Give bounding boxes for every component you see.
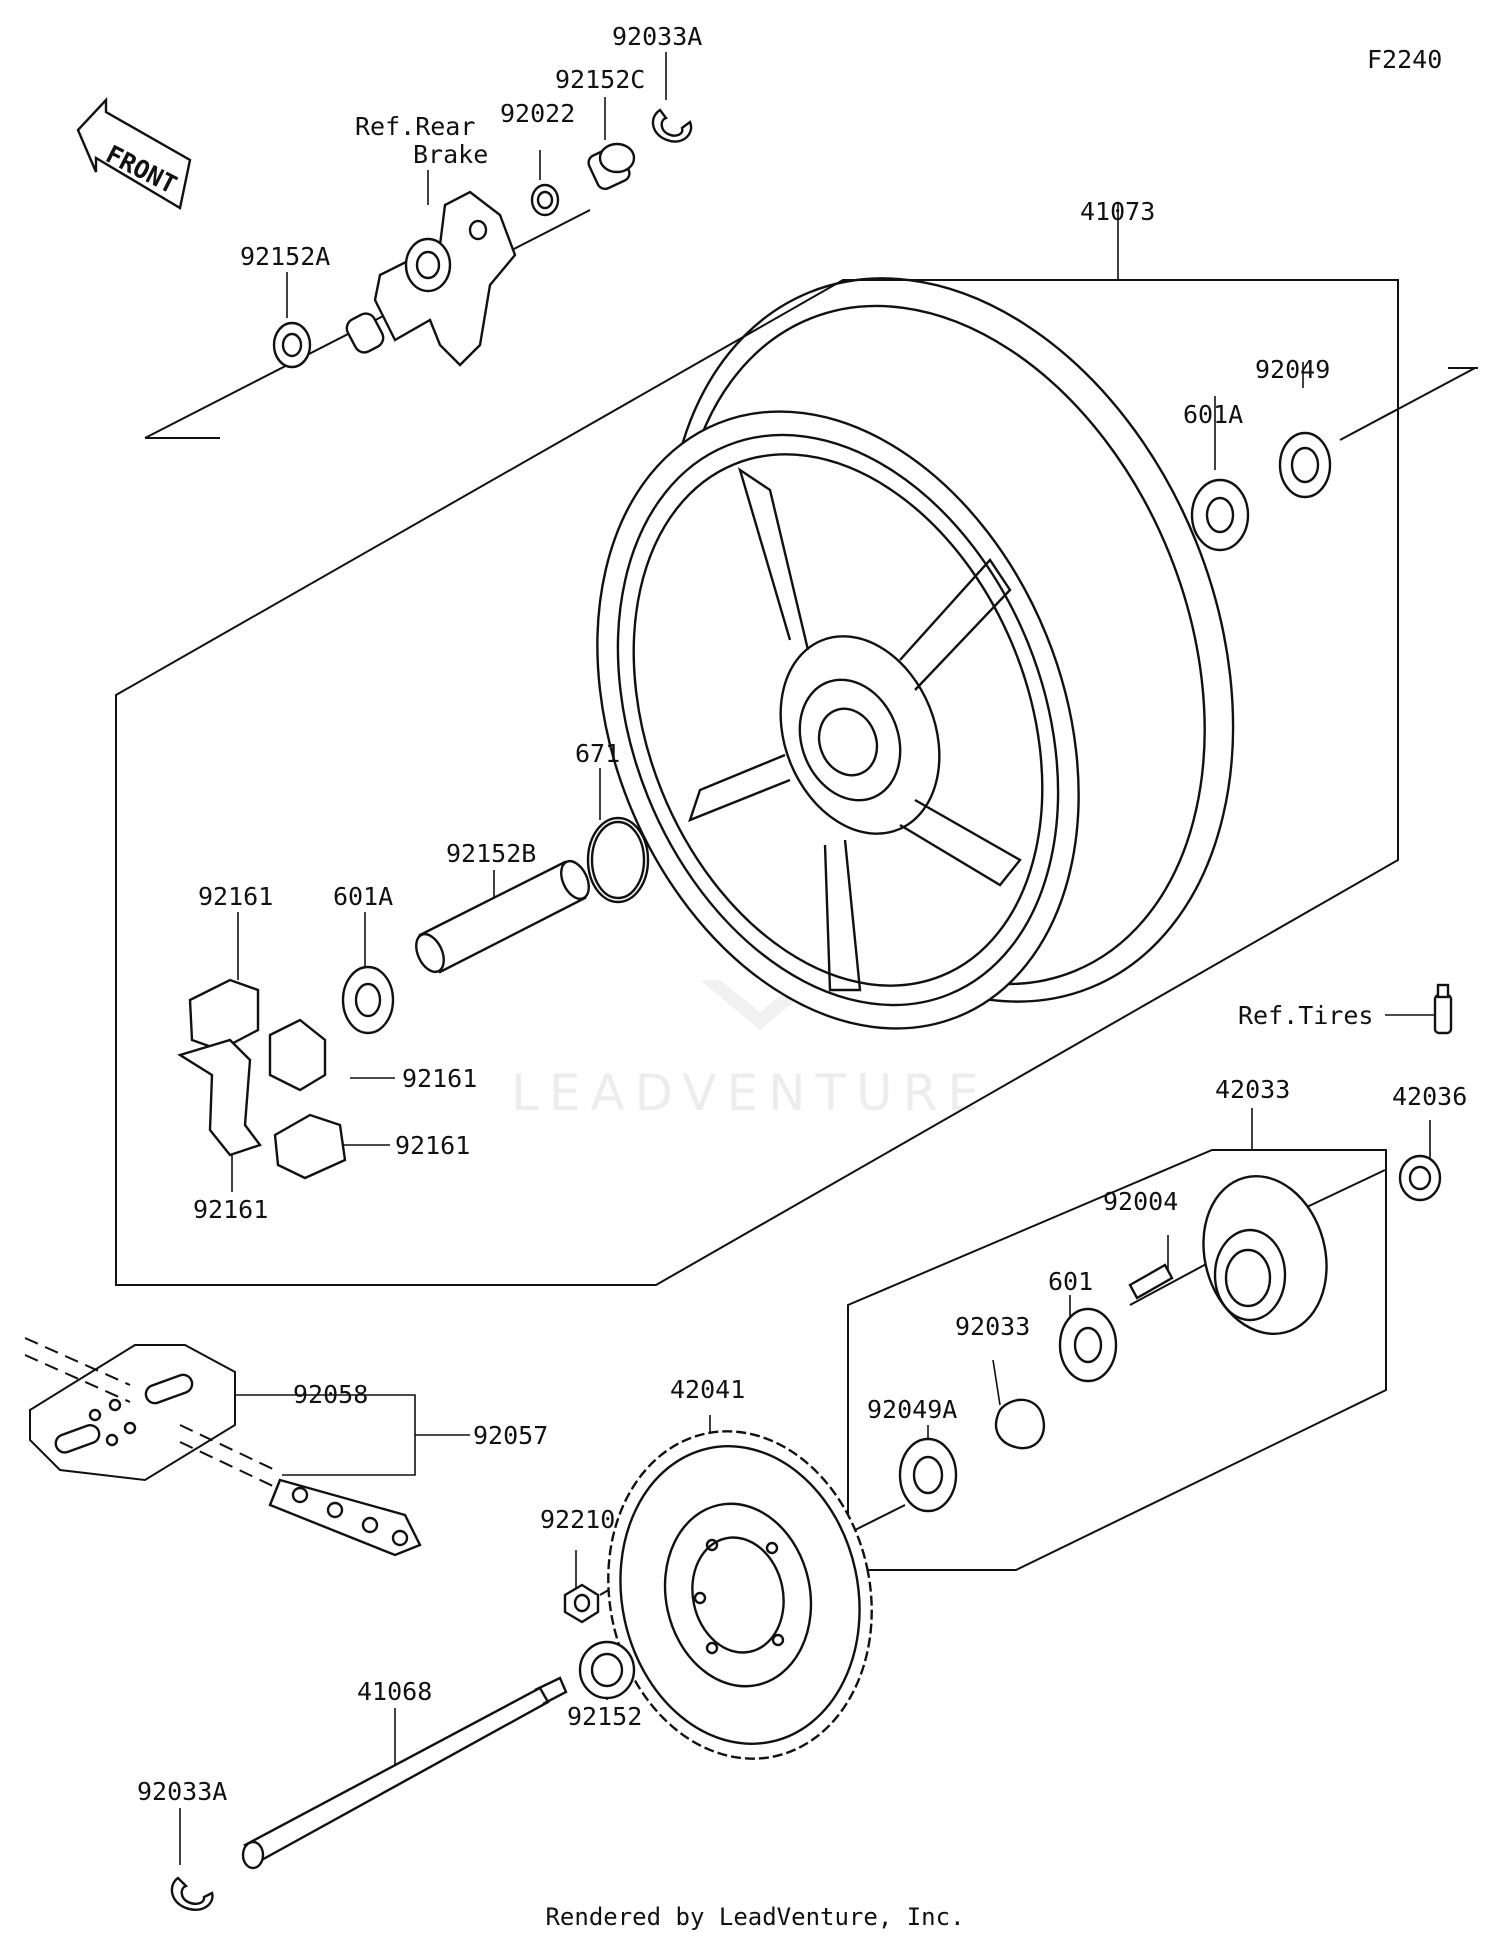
label-92058: 92058	[293, 1380, 368, 1409]
label-92049: 92049	[1255, 355, 1330, 384]
bearing-601A-left-icon	[341, 965, 395, 1035]
wheel-bearings	[341, 431, 1332, 1035]
damper-92161-a-icon	[188, 978, 260, 1052]
circlip-92033A-bottom-icon	[170, 1876, 214, 1911]
label-601A-right: 601A	[1183, 400, 1243, 429]
top-spacers	[272, 108, 693, 369]
axle-parts	[170, 1583, 636, 1911]
label-92004: 92004	[1103, 1187, 1178, 1216]
valve-icon	[1433, 993, 1453, 1035]
label-601A-left: 601A	[333, 882, 393, 911]
chain-92057-icon	[268, 1478, 422, 1557]
circlip-92033-icon	[994, 1398, 1046, 1450]
label-92161-b: 92161	[402, 1064, 477, 1093]
ring-92022-icon	[530, 183, 560, 217]
spacer-92152B-icon	[418, 860, 587, 974]
sprocket-42041-icon	[607, 1430, 873, 1760]
label-601: 601	[1048, 1267, 1093, 1296]
hub-42033-icon	[1202, 1174, 1328, 1336]
label-92057: 92057	[473, 1421, 548, 1450]
label-41073: 41073	[1080, 197, 1155, 226]
seal-92049A-icon	[898, 1437, 958, 1513]
label-92152B: 92152B	[446, 839, 536, 868]
label-ref-rear-brake-line1: Ref.Rear	[355, 112, 475, 141]
label-ref-rear-brake-line2: Brake	[413, 140, 488, 169]
label-42033: 42033	[1215, 1075, 1290, 1104]
footer-credit: Rendered by LeadVenture, Inc.	[545, 1903, 964, 1931]
label-41068: 41068	[357, 1677, 432, 1706]
label-92210: 92210	[540, 1505, 615, 1534]
label-671: 671	[575, 739, 620, 768]
seal-92049-icon	[1278, 431, 1332, 499]
hub-dampers	[177, 978, 347, 1180]
label-92161-d: 92161	[193, 1195, 268, 1224]
sprocket-hub	[898, 1154, 1442, 1513]
bearing-601-icon	[1058, 1307, 1118, 1383]
label-42036: 42036	[1392, 1082, 1467, 1111]
label-92033A-bottom: 92033A	[137, 1777, 227, 1806]
wheel-assembly-frame	[115, 279, 1399, 1286]
rear-wheel	[596, 277, 1235, 1030]
label-92022: 92022	[500, 99, 575, 128]
o-ring-671-icon	[586, 816, 650, 904]
collar-92152-icon	[578, 1640, 636, 1700]
label-92161-c: 92161	[395, 1131, 470, 1160]
label-92152A: 92152A	[240, 242, 330, 271]
damper-92161-b-icon	[268, 1018, 327, 1092]
rear-brake-caliper-bracket	[345, 190, 517, 367]
collar-42036-icon	[1398, 1154, 1442, 1202]
circlip-92033A-top-icon	[651, 108, 693, 143]
label-ref-tires: Ref.Tires	[1238, 1001, 1373, 1030]
master-link-pins-icon	[144, 1373, 194, 1405]
watermark-text: LEADVENTURE	[511, 1064, 989, 1122]
rear-sprocket	[607, 1430, 873, 1760]
part-labels: F2240 92033A 92152C 92022 Ref.Rear Brake…	[137, 22, 1467, 1806]
damper-92161-d-icon	[177, 1038, 262, 1157]
master-link-plate-icon	[54, 1424, 101, 1454]
axle-41068-icon	[243, 1686, 550, 1864]
label-92049A: 92049A	[867, 1395, 957, 1424]
master-link-box	[29, 1344, 236, 1482]
collar-92152A-icon	[272, 321, 312, 369]
front-arrow-icon	[76, 96, 192, 210]
tire-valve	[1433, 983, 1453, 1035]
front-direction-arrow: FRONT	[76, 96, 192, 210]
damper-92161-c-icon	[273, 1113, 347, 1180]
label-92152C: 92152C	[555, 65, 645, 94]
label-92033: 92033	[955, 1312, 1030, 1341]
label-92152: 92152	[567, 1702, 642, 1731]
nut-92210-icon	[563, 1583, 600, 1624]
label-92161-a: 92161	[198, 882, 273, 911]
drive-chain	[24, 1337, 422, 1557]
bearing-601A-right-icon	[1190, 478, 1250, 552]
stud-92004-icon	[1128, 1263, 1174, 1300]
label-42041: 42041	[670, 1375, 745, 1404]
label-92033A-top: 92033A	[612, 22, 702, 51]
figure-code: F2240	[1367, 45, 1442, 74]
